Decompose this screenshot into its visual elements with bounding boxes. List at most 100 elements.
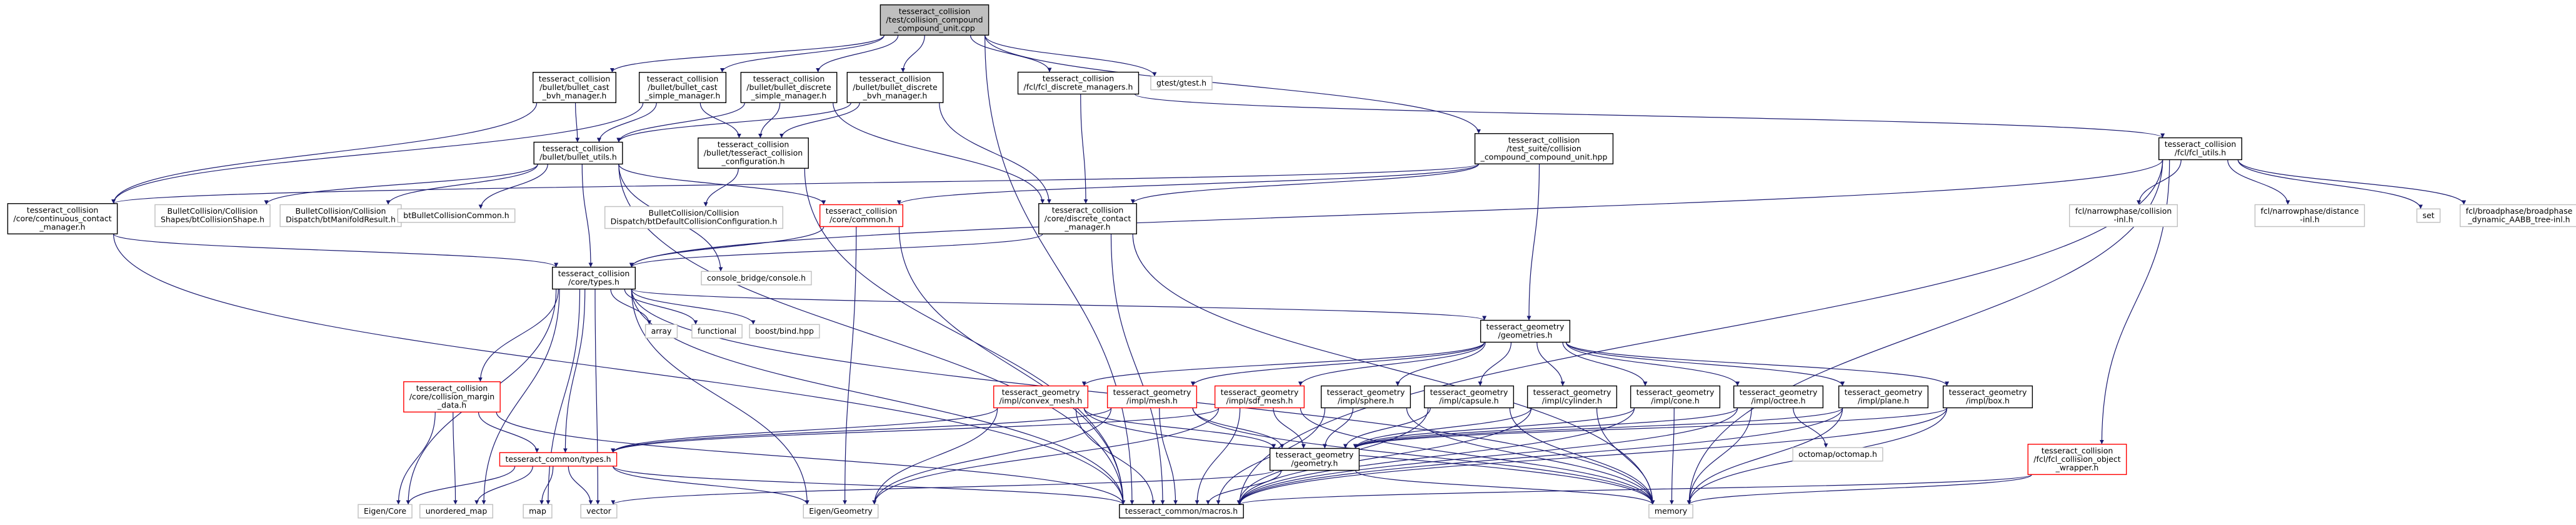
node-bullet-utils[interactable]: tesseract_collision/bullet/bullet_utils.… <box>533 141 623 165</box>
node-label: tesseract_collision <box>718 139 789 149</box>
node-label: /impl/mesh.h <box>1126 396 1178 406</box>
node-box <box>691 324 743 339</box>
node-plane[interactable]: tesseract_geometry/impl/plane.h <box>1838 385 1929 409</box>
node-box <box>2027 444 2127 475</box>
node-sphere[interactable]: tesseract_geometry/impl/sphere.h <box>1320 385 1411 409</box>
node-box[interactable]: tesseract_geometry/impl/box.h <box>1942 385 2033 409</box>
node-box <box>532 72 617 103</box>
edge-plane-to-common-macros <box>1237 408 1843 505</box>
node-box <box>1792 447 1883 462</box>
node-label: BulletCollision/Collision <box>296 206 386 216</box>
edge-discrete-contact-to-common-macros <box>1110 234 1165 505</box>
edge-core-types-to-array <box>610 289 652 325</box>
node-box <box>993 385 1089 409</box>
node-tesseract-collision-config[interactable]: tesseract_collision/bullet/tesseract_col… <box>698 138 809 169</box>
node-fcl-collision-object[interactable]: tesseract_collision/fcl/fcl_collision_ob… <box>2027 444 2127 475</box>
edge-geometries-to-octree <box>1565 342 1740 386</box>
node-mesh[interactable]: tesseract_geometry/impl/mesh.h <box>1106 385 1198 409</box>
node-box <box>2459 204 2576 228</box>
node-box <box>1017 71 1140 95</box>
edge-cone-to-memory <box>1669 408 1675 505</box>
node-geometries[interactable]: tesseract_geometry/geometries.h <box>1480 319 1571 343</box>
node-label: /bullet/bullet_discrete <box>853 82 938 92</box>
node-bt-default-config: BulletCollision/CollisionDispatch/btDefa… <box>604 206 784 229</box>
node-octomap: octomap/octomap.h <box>1792 447 1883 462</box>
node-box <box>397 208 516 223</box>
node-label: /bullet/bullet_utils.h <box>539 152 617 162</box>
edge-test-suite-to-discrete-contact <box>1130 163 1480 204</box>
edge-bullet-discrete-simple-to-bullet-utils <box>616 102 745 142</box>
edge-tesseract-collision-config-to-common-macros <box>804 168 1126 505</box>
node-bt-collision-shape: BulletCollision/CollisionShapes/btCollis… <box>154 204 271 228</box>
node-discrete-contact[interactable]: tesseract_collision/core/discrete_contac… <box>1038 203 1137 234</box>
node-box <box>2158 137 2243 161</box>
node-fcl-collision: fcl/narrowphase/collision-inl.h <box>2068 204 2178 228</box>
edge-geometry-to-common-macros <box>1206 470 1282 505</box>
node-geometry[interactable]: tesseract_geometry/geometry.h <box>1269 448 1360 471</box>
node-label: octomap/octomap.h <box>1798 449 1877 459</box>
node-box <box>880 4 990 36</box>
node-bullet-cast-bvh[interactable]: tesseract_collision/bullet/bullet_cast_b… <box>532 72 617 103</box>
node-label: _wrapper.h <box>2055 462 2099 472</box>
node-label: array <box>651 326 672 336</box>
node-box <box>580 504 618 519</box>
node-test-suite[interactable]: tesseract_collision/test_suite/collision… <box>1474 133 1614 164</box>
edge-common-types-to-eigen-geometry <box>612 466 809 505</box>
node-box <box>403 381 501 412</box>
node-box <box>419 504 493 519</box>
node-label: /fcl/fcl_discrete_managers.h <box>1024 82 1133 92</box>
edge-sphere-to-geometry <box>1322 408 1354 449</box>
node-capsule[interactable]: tesseract_geometry/impl/capsule.h <box>1423 385 1515 409</box>
node-label: _bvh_manager.h <box>863 91 928 100</box>
node-label: tesseract_geometry <box>1327 388 1405 397</box>
node-collision-margin[interactable]: tesseract_collision/core/collision_margi… <box>403 381 501 412</box>
node-convex-mesh[interactable]: tesseract_geometry/impl/convex_mesh.h <box>993 385 1089 409</box>
node-label: gtest/gtest.h <box>1156 78 1206 88</box>
node-label: set <box>2422 211 2434 220</box>
node-bullet-discrete-bvh[interactable]: tesseract_collision/bullet/bullet_discre… <box>846 72 944 103</box>
node-label: _simple_manager.h <box>644 91 721 100</box>
edge-sdf-mesh-to-memory <box>1300 408 1655 505</box>
node-sdf-mesh[interactable]: tesseract_geometry/impl/sdf_mesh.h <box>1214 385 1305 409</box>
edge-plane-to-memory <box>1686 408 1843 505</box>
node-cylinder[interactable]: tesseract_geometry/impl/cylinder.h <box>1526 385 1618 409</box>
node-bullet-discrete-simple[interactable]: tesseract_collision/bullet/bullet_discre… <box>740 72 838 103</box>
node-fcl-broadphase: fcl/broadphase/broadphase_dynamic_AABB_t… <box>2459 204 2576 228</box>
node-common-macros[interactable]: tesseract_common/macros.h <box>1119 504 1244 519</box>
edge-test-suite-to-continuous-contact <box>111 163 1480 204</box>
edge-tesseract-collision-config-to-bt-default-config <box>703 168 739 207</box>
node-map: map <box>523 504 553 519</box>
node-fcl-utils[interactable]: tesseract_collision/fcl/fcl_utils.h <box>2158 137 2243 161</box>
edge-mesh-to-memory <box>1192 408 1655 505</box>
node-label: fcl/narrowphase/distance <box>2260 206 2358 216</box>
node-cone[interactable]: tesseract_geometry/impl/cone.h <box>1630 385 1721 409</box>
node-core-common[interactable]: tesseract_collision/core/common.h <box>819 204 904 228</box>
node-label: tesseract_collision <box>753 74 825 83</box>
edge-bullet-utils-to-core-common <box>618 164 826 205</box>
node-box <box>1630 385 1721 409</box>
node-octree[interactable]: tesseract_geometry/impl/octree.h <box>1733 385 1824 409</box>
node-label: memory <box>1655 506 1688 516</box>
node-common-types[interactable]: tesseract_common/types.h <box>499 452 618 467</box>
edge-root-to-bullet-cast-simple <box>719 35 885 72</box>
edge-root-to-bullet-discrete-bvh <box>901 35 925 72</box>
node-continuous-contact[interactable]: tesseract_collision/core/continuous_cont… <box>7 203 118 234</box>
edge-mesh-to-common-types <box>611 408 1112 453</box>
edge-bullet-discrete-simple-to-tesseract-collision-config <box>758 102 781 138</box>
node-label: _simple_manager.h <box>751 91 827 100</box>
node-memory: memory <box>1648 504 1693 519</box>
edge-fcl-utils-to-fcl-collision-object <box>2099 159 2170 444</box>
edge-fcl-utils-to-set <box>2237 159 2423 209</box>
node-label: /impl/cylinder.h <box>1542 396 1602 406</box>
node-label: /impl/cone.h <box>1651 396 1700 406</box>
node-core-types[interactable]: tesseract_collision/core/types.h <box>551 266 636 290</box>
node-label: tesseract_geometry <box>1949 388 2027 397</box>
node-vector: vector <box>580 504 618 519</box>
edge-common-types-to-eigen-core <box>406 466 516 505</box>
node-fcl-discrete-managers[interactable]: tesseract_collision/fcl/fcl_discrete_man… <box>1017 71 1140 95</box>
edge-continuous-contact-to-common-macros <box>113 234 1126 505</box>
node-label: BulletCollision/Collision <box>649 208 739 218</box>
node-label: map <box>529 506 546 516</box>
node-bullet-cast-simple[interactable]: tesseract_collision/bullet/bullet_cast_s… <box>638 72 727 103</box>
node-box <box>1423 385 1515 409</box>
